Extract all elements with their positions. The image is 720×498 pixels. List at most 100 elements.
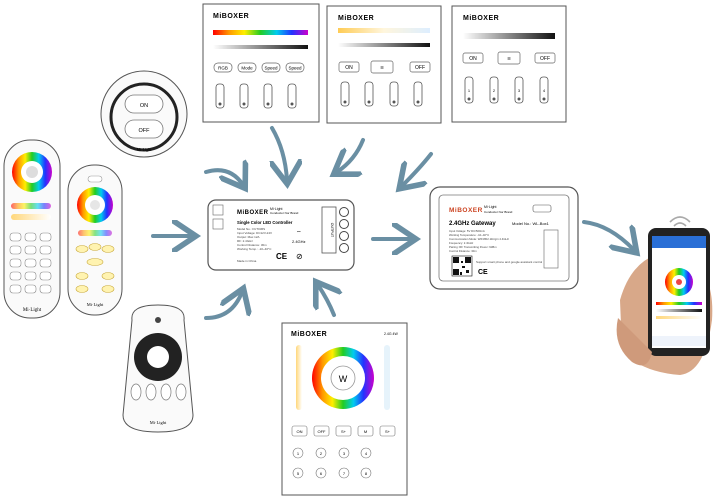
- svg-text:Model No.: FUT036S: Model No.: FUT036S: [237, 227, 265, 231]
- svg-text:Control Distance: 30m: Control Distance: 30m: [449, 249, 477, 253]
- rgb-wall-panel: MiBOXER RGB Mode Speed Speed: [202, 3, 320, 123]
- svg-text:MiBOXER: MiBOXER: [237, 210, 269, 216]
- rgb-button: [213, 62, 233, 73]
- svg-text:1: 1: [297, 451, 300, 456]
- svg-text:OFF: OFF: [540, 56, 550, 62]
- rgbcct-remote-white: Mi·Light: [3, 139, 61, 319]
- mode-button: [237, 62, 257, 73]
- svg-text:Communication Mode: WiFi/802.1: Communication Mode: WiFi/802.11b/g/n 2.4…: [449, 237, 510, 241]
- svg-text:OFF: OFF: [415, 65, 425, 71]
- rgb-remote-yellow: Mi·Light: [67, 164, 123, 316]
- arrow-round-remote: [204, 170, 243, 185]
- svg-text:4: 4: [543, 88, 546, 93]
- svg-text:ON: ON: [140, 103, 148, 109]
- svg-text:Mi·Light: Mi·Light: [137, 147, 153, 152]
- touch-panel-b: MiBOXER 2.4G 4W W ON OFF S+ M S+ 1 2 3 4…: [281, 322, 408, 496]
- mode-button: [497, 51, 521, 65]
- arrow-bottom-remote: [204, 292, 242, 320]
- svg-text:☰: ☰: [380, 65, 384, 70]
- color-slider: [213, 30, 308, 35]
- svg-text:ON: ON: [345, 65, 353, 71]
- speed-up-button: [285, 62, 305, 73]
- svg-text:Working Temperature: -10~40°C: Working Temperature: -10~40°C: [449, 233, 489, 237]
- zone-3-switch: [263, 83, 273, 109]
- round-dimmer-remote: ON OFF Mi·Light: [100, 70, 188, 158]
- arrow-rgb-panel: [272, 126, 287, 180]
- dimmer-remote-black-wheel: Mi·Light: [122, 304, 194, 433]
- svg-text:6: 6: [320, 471, 323, 476]
- led-controller: MiBOXER Mi·Light Conductor Nor Brand Sin…: [207, 199, 355, 271]
- svg-text:Conductor Nor Brand: Conductor Nor Brand: [270, 211, 299, 215]
- svg-text:Output: Max 12A: Output: Max 12A: [237, 235, 260, 239]
- svg-text:Conductor Nor Brand: Conductor Nor Brand: [484, 210, 513, 214]
- svg-text:M: M: [364, 429, 367, 434]
- svg-text:5: 5: [297, 471, 300, 476]
- svg-text:Pairing: RF Transmitting Power: Pairing: RF Transmitting Power: 6dBm: [449, 245, 497, 249]
- svg-text:Model No.: WL-Box1: Model No.: WL-Box1: [512, 221, 550, 226]
- svg-text:S+: S+: [385, 429, 391, 434]
- svg-text:Input Voltage: 5V DC/500mA: Input Voltage: 5V DC/500mA: [449, 229, 485, 233]
- svg-text:MiBOXER: MiBOXER: [449, 207, 483, 214]
- svg-text:⌔: ⌔: [296, 231, 302, 237]
- arrow-cct-panel: [337, 138, 365, 172]
- brightness-slider: [463, 33, 555, 39]
- svg-text:Mi·Light: Mi·Light: [484, 205, 496, 209]
- svg-text:2.4G 4W: 2.4G 4W: [384, 332, 399, 336]
- svg-text:Made in China: Made in China: [237, 259, 257, 263]
- svg-text:W: W: [339, 374, 348, 384]
- zone-1-switch: [215, 83, 225, 109]
- svg-text:⊘: ⊘: [296, 252, 303, 261]
- rgb-button-label: RGB: [218, 66, 228, 71]
- svg-text:MiBOXER: MiBOXER: [463, 15, 499, 22]
- off-button: [534, 52, 556, 64]
- svg-text:2: 2: [493, 88, 496, 93]
- svg-text:2: 2: [320, 451, 323, 456]
- svg-text:S+: S+: [341, 429, 347, 434]
- svg-text:ON: ON: [469, 56, 477, 62]
- svg-text:Mi·Light: Mi·Light: [150, 420, 167, 425]
- svg-text:4: 4: [365, 451, 368, 456]
- svg-text:3: 3: [518, 88, 521, 93]
- on-button: [124, 94, 164, 114]
- mode-button-label: Mode: [241, 66, 253, 71]
- svg-text:Input Voltage: DC12V-24V: Input Voltage: DC12V-24V: [237, 231, 272, 235]
- svg-text:OFF: OFF: [139, 128, 151, 134]
- zone-2-switch: [239, 83, 249, 109]
- on-button: [338, 61, 360, 73]
- svg-text:Mi·Light: Mi·Light: [23, 308, 42, 313]
- svg-text:MiBOXER: MiBOXER: [291, 331, 327, 338]
- smartphone-app: [616, 216, 713, 375]
- svg-text:RF: 2.4GHz: RF: 2.4GHz: [237, 239, 253, 243]
- svg-text:ON: ON: [297, 429, 303, 434]
- svg-text:2.4GHz Gateway: 2.4GHz Gateway: [449, 221, 496, 227]
- on-button: [462, 52, 484, 64]
- svg-text:2.4GHz: 2.4GHz: [292, 239, 306, 244]
- speed-up-label: Speed: [288, 66, 302, 71]
- svg-text:Frequency: 2.4GHz: Frequency: 2.4GHz: [449, 241, 474, 245]
- off-button: [409, 61, 431, 73]
- svg-text:OUTPUT: OUTPUT: [330, 223, 334, 238]
- cct-slider: [338, 28, 430, 33]
- arrow-to-phone: [582, 220, 634, 250]
- svg-text:Support smart phone and google: Support smart phone and google assistant…: [476, 260, 543, 264]
- brightness-slider: [338, 43, 430, 47]
- svg-text:8: 8: [365, 471, 368, 476]
- svg-text:Control Distance: 30m: Control Distance: 30m: [237, 243, 267, 247]
- arrows: [151, 126, 634, 320]
- brightness-slider: [213, 45, 308, 49]
- svg-text:CE: CE: [478, 269, 488, 276]
- svg-text:MiBOXER: MiBOXER: [338, 15, 374, 22]
- svg-text:CE: CE: [276, 252, 288, 261]
- mode-button: [370, 60, 394, 74]
- svg-text:OFF: OFF: [318, 429, 327, 434]
- svg-text:☰: ☰: [507, 56, 511, 61]
- dimmer-wall-panel: MiBOXER ON ☰ OFF 1 2 3 4: [451, 5, 567, 123]
- off-button: [124, 119, 164, 139]
- svg-text:Mi·Light: Mi·Light: [87, 302, 104, 307]
- svg-text:3: 3: [343, 451, 346, 456]
- zone-4-switch: [287, 83, 297, 109]
- cct-slider: [296, 345, 302, 410]
- arrow-panel-b: [318, 285, 334, 317]
- wifi-gateway: MiBOXER Mi·Light Conductor Nor Brand 2.4…: [429, 186, 579, 290]
